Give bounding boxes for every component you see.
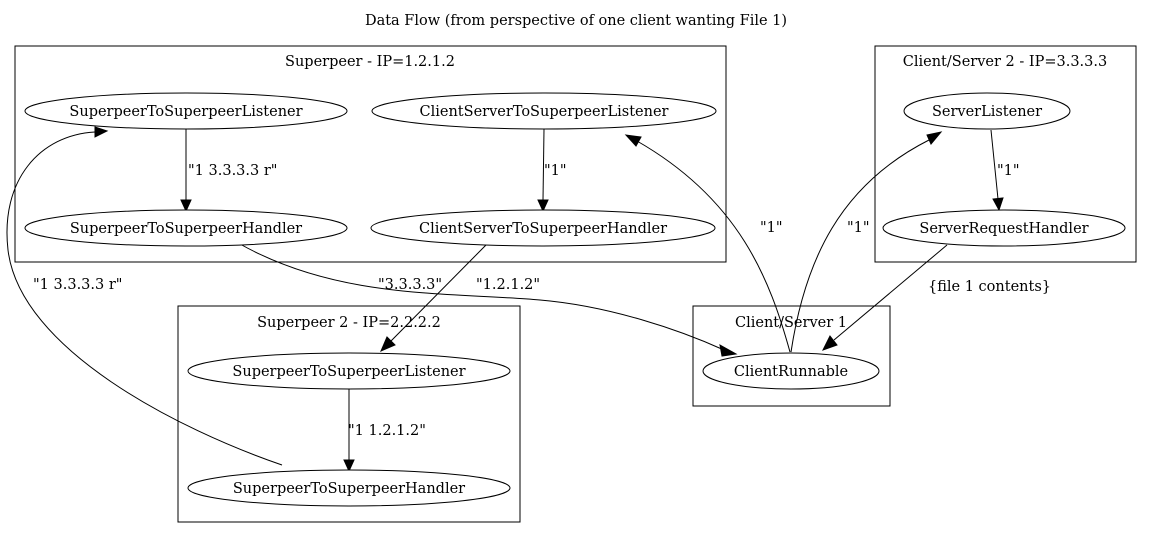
edge-sp1-listener-to-handler: "1 3.3.3.3 r" [180,129,277,213]
edge-label-client-to-cs-listener: "1" [760,220,783,236]
node-sp2-handler: SuperpeerToSuperpeerHandler [187,469,511,507]
cluster-superpeer-2-label: Superpeer 2 - IP=2.2.2.2 [257,315,441,331]
node-cs-handler: ClientServerToSuperpeerHandler [370,209,716,247]
node-client-runnable-label: ClientRunnable [734,364,848,380]
cluster-superpeer-2: Superpeer 2 - IP=2.2.2.2 [177,305,521,523]
node-server-request-handler-label: ServerRequestHandler [919,221,1088,237]
node-sp1-handler-label: SuperpeerToSuperpeerHandler [70,221,302,237]
edge-label-cs-listener-to-handler: "1" [544,163,567,179]
edge-label-cs-handler-to-sp2-listener: "1.2.1.2" [476,277,540,293]
cluster-client-server-1: Client/Server 1 [692,305,891,407]
node-sp1-listener: SuperpeerToSuperpeerListener [24,92,348,130]
node-sp1-listener-label: SuperpeerToSuperpeerListener [69,104,302,120]
edge-label-sp1-handler-to-client: "3.3.3.3" [378,277,442,293]
node-cs-listener-label: ClientServerToSuperpeerListener [420,104,669,120]
node-cs-listener: ClientServerToSuperpeerListener [371,92,717,130]
edge-client-to-cs-listener: "1" [624,134,791,353]
node-sp1-handler: SuperpeerToSuperpeerHandler [24,209,348,247]
node-client-runnable: ClientRunnable [702,352,880,390]
edge-label-client-to-server-listener: "1" [847,220,870,236]
edge-client-to-server-listener: "1" [790,131,943,353]
edge-sp2-handler-to-sp1-listener: "1 3.3.3.3 r" [6,126,283,466]
diagram-title: Data Flow (from perspective of one clien… [365,13,787,29]
node-server-listener-label: ServerListener [932,104,1042,120]
node-server-request-handler: ServerRequestHandler [882,209,1126,247]
edge-server-handler-to-client: {file 1 contents} [821,244,1051,351]
edge-cs-listener-to-handler: "1" [537,128,567,213]
edge-cs-handler-to-sp2-listener: "1.2.1.2" [380,244,540,352]
edge-sp1-handler-to-client: "3.3.3.3" [239,243,738,357]
cluster-client-server-2: Client/Server 2 - IP=3.3.3.3 [874,45,1137,263]
node-sp2-handler-label: SuperpeerToSuperpeerHandler [233,481,465,497]
edge-server-listener-to-handler: "1" [990,129,1020,212]
edge-label-sp2-handler-to-sp1-listener: "1 3.3.3.3 r" [33,277,122,293]
node-sp2-listener: SuperpeerToSuperpeerListener [187,352,511,390]
node-sp2-listener-label: SuperpeerToSuperpeerListener [232,364,465,380]
edge-label-sp2-listener-to-handler: "1 1.2.1.2" [348,423,426,439]
node-cs-handler-label: ClientServerToSuperpeerHandler [419,221,667,237]
edge-label-server-handler-to-client: {file 1 contents} [928,279,1051,295]
cluster-superpeer-1-label: Superpeer - IP=1.2.1.2 [285,54,455,70]
cluster-superpeer-1: Superpeer - IP=1.2.1.2 [14,45,727,263]
edge-sp2-listener-to-handler: "1 1.2.1.2" [343,389,426,473]
node-server-listener: ServerListener [903,92,1071,130]
edge-label-server-listener-to-handler: "1" [997,163,1020,179]
cluster-client-server-1-label: Client/Server 1 [735,315,847,331]
cluster-client-server-2-label: Client/Server 2 - IP=3.3.3.3 [903,54,1107,70]
edge-label-sp1-listener-to-handler: "1 3.3.3.3 r" [188,163,277,179]
